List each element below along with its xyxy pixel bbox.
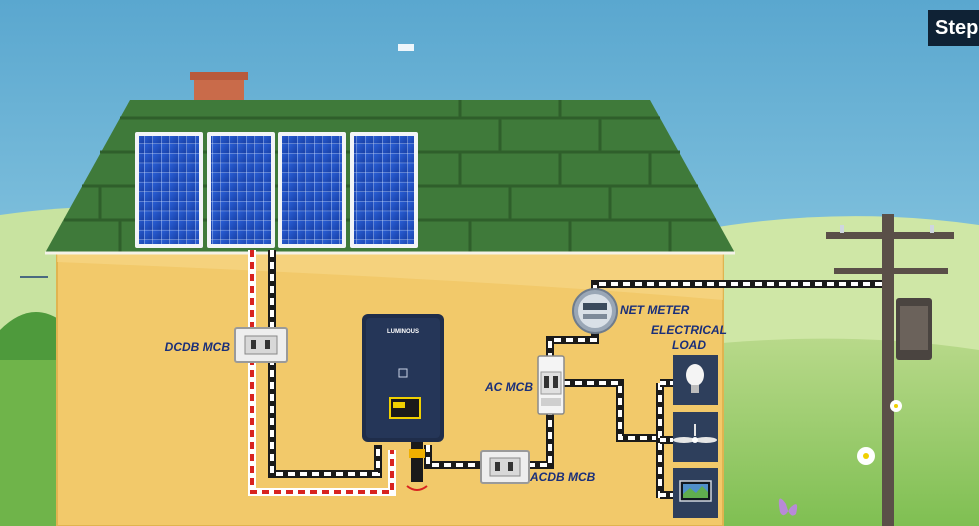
net-meter-icon bbox=[572, 288, 618, 334]
acdb-mcb-box bbox=[480, 450, 530, 484]
cloud bbox=[398, 44, 414, 51]
inverter-icon: LUMINOUS bbox=[362, 314, 444, 491]
flower-icon bbox=[857, 400, 902, 465]
ac-mcb-label: AC MCB bbox=[484, 380, 533, 394]
acdb-mcb-label: ACDB MCB bbox=[529, 470, 596, 484]
butterfly-icon bbox=[778, 498, 798, 516]
step-badge: Step bbox=[928, 10, 979, 46]
ground-left bbox=[0, 360, 60, 526]
electrical-load-label-line1: ELECTRICAL bbox=[651, 323, 727, 337]
light-bulb-icon bbox=[686, 364, 704, 393]
ac-mcb-breaker bbox=[537, 355, 565, 415]
chimney-cap bbox=[190, 72, 248, 80]
television-icon bbox=[679, 480, 712, 502]
load-panel bbox=[673, 355, 718, 518]
solar-panel-icon bbox=[135, 132, 418, 248]
dcdb-mcb-box bbox=[234, 327, 288, 363]
inverter-brand: LUMINOUS bbox=[387, 329, 419, 335]
wall-highlight bbox=[57, 253, 723, 300]
net-meter-label: NET METER bbox=[620, 303, 690, 317]
inverter-cable bbox=[411, 442, 423, 482]
electrical-load-label-line2: LOAD bbox=[672, 338, 706, 352]
dcdb-mcb-label: DCDB MCB bbox=[165, 340, 231, 354]
utility-pole-icon bbox=[826, 214, 954, 526]
lawn-right bbox=[700, 338, 979, 526]
ceiling-fan-icon bbox=[673, 424, 717, 443]
dc-negative-wire bbox=[248, 250, 396, 496]
